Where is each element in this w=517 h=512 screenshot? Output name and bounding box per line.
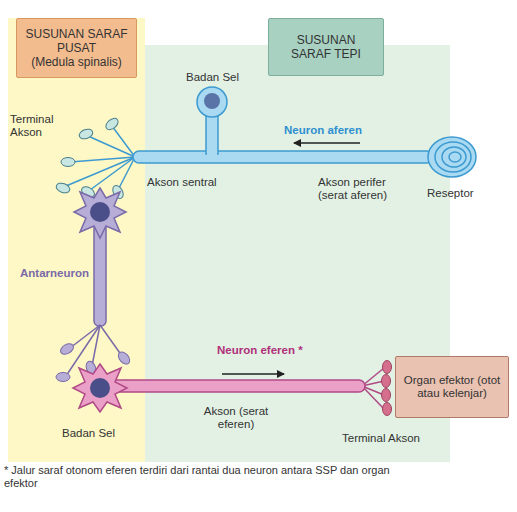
part-label: Terminal Akson	[342, 432, 442, 445]
receptor-spiral	[428, 137, 476, 177]
direction-arrow	[294, 142, 360, 143]
effector-box: Organ efektor (otot atau kelenjar)	[395, 356, 509, 418]
nucleus	[90, 202, 110, 222]
interneuron-cell-body	[74, 188, 126, 238]
direction-arrow	[222, 373, 284, 374]
receptor-ring	[428, 137, 476, 177]
region-box: SUSUNAN SARAF PUSAT(Medula spinalis)	[16, 18, 137, 78]
effector-label: Organ efektor (otot atau kelenjar)	[397, 374, 507, 401]
terminal-knob	[104, 116, 121, 132]
part-label: Badan Sel	[186, 71, 246, 84]
terminal-knob	[61, 158, 75, 167]
afferent-axon	[133, 151, 433, 163]
terminal-branch	[362, 386, 384, 409]
region-box: SUSUNAN SARAF TEPI	[268, 18, 384, 76]
terminal-branch	[100, 325, 122, 356]
neuron-label: Neuron eferen *	[217, 344, 327, 357]
terminal-knob	[116, 350, 132, 367]
receptor-ring	[442, 147, 466, 167]
region-heading: SUSUNAN SARAF PUSAT	[21, 27, 133, 55]
region-heading: SUSUNAN SARAF TEPI	[281, 33, 371, 61]
terminal-branch	[66, 157, 135, 186]
terminal-knobs	[382, 361, 392, 416]
efferent-terminals	[362, 368, 384, 409]
nucleus	[204, 93, 220, 109]
terminal-knob	[78, 127, 94, 140]
terminal-branch	[118, 157, 135, 190]
afferent-cell-body	[197, 87, 227, 117]
part-label: Akson sentral	[147, 176, 247, 189]
receptor-ring	[435, 142, 471, 172]
efferent-axon	[110, 380, 365, 392]
part-label: Terminal Akson	[10, 113, 62, 139]
efferent-cell-body	[73, 364, 127, 412]
terminal-knob	[59, 342, 76, 357]
neuron-label: Neuron aferen	[284, 124, 384, 137]
nucleus	[90, 378, 110, 398]
terminal-knob	[383, 403, 392, 416]
terminal-branch	[362, 368, 384, 386]
terminal-knob	[56, 373, 70, 382]
terminal-knob	[382, 375, 391, 388]
footnote-caption: * Jalur saraf otonom eferen terdiri dari…	[4, 464, 409, 490]
receptor-ring	[449, 152, 461, 162]
cns-band	[8, 18, 145, 462]
region-subheading: (Medula spinalis)	[21, 55, 133, 69]
part-label: Badan Sel	[62, 427, 132, 440]
part-label: Akson (serat eferen)	[190, 405, 282, 431]
terminal-knob	[55, 181, 71, 194]
terminal-knob	[382, 389, 391, 402]
part-label: Reseptor	[427, 187, 497, 200]
terminal-branch	[88, 136, 135, 157]
afferent-terminals	[66, 126, 135, 190]
terminal-knob	[383, 361, 392, 374]
neuron-label: Antarneuron	[20, 267, 110, 280]
afferent-stalk	[206, 112, 218, 154]
stalk-joint	[207, 148, 217, 156]
terminal-branch	[92, 325, 100, 366]
part-label: Akson perifer (serat aferen)	[318, 176, 418, 202]
terminal-knobs	[55, 116, 126, 200]
interneuron-terminals	[66, 325, 122, 376]
